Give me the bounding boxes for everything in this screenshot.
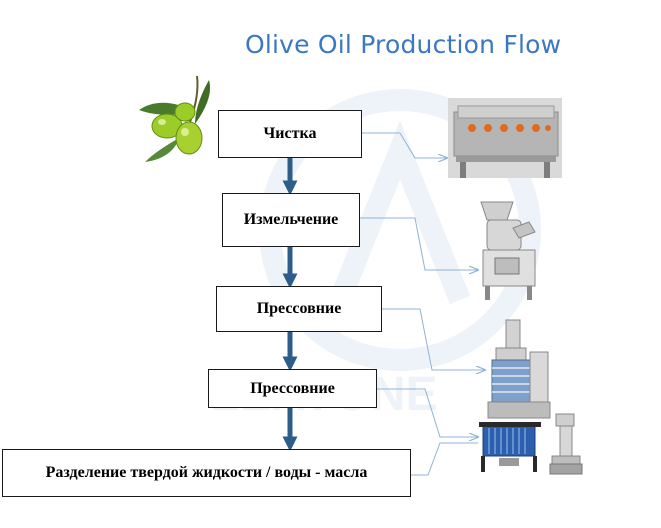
connector-press	[382, 308, 485, 370]
olive-branch-icon	[139, 75, 211, 162]
connector-separator-top	[377, 388, 478, 437]
oil-press-machine-icon	[487, 319, 551, 419]
connector-separator-bottom	[411, 442, 478, 476]
step-pressing-1: Прессовние	[216, 286, 382, 332]
filter-press-icon	[479, 422, 541, 472]
diagram-title: Olive Oil Production Flow	[245, 30, 562, 59]
step-cleaning: Чистка	[218, 110, 362, 158]
crusher-machine-icon	[480, 201, 536, 300]
connector-crusher	[360, 217, 478, 270]
step-crushing: Измельчение	[222, 193, 360, 247]
step-pressing-2: Прессовние	[208, 369, 377, 408]
centrifuge-icon	[549, 413, 583, 475]
washing-machine-icon	[448, 98, 562, 178]
connector-washer	[362, 132, 447, 158]
step-separation: Разделение твердой жидкости / воды - мас…	[2, 449, 411, 497]
